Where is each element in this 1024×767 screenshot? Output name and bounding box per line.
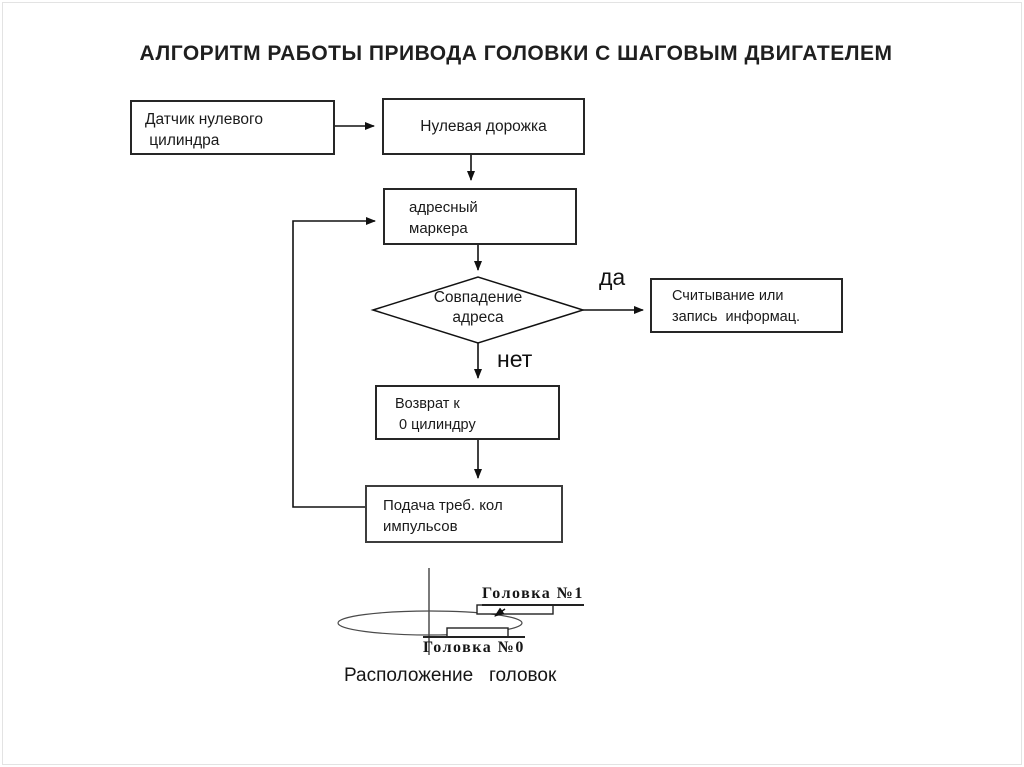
node-text-line: Датчик нулевого — [145, 111, 263, 128]
disk-platter-ellipse — [337, 610, 523, 636]
node-text-line: маркера — [409, 220, 468, 237]
node-text-line: запись информац. — [672, 309, 801, 325]
node-text-line: импульсов — [383, 518, 458, 535]
head0-label: Головка №0 — [423, 636, 525, 657]
head1-pointer-arrow — [494, 607, 506, 617]
node-return-to-zero-cylinder: Возврат к 0 цилиндру — [375, 385, 560, 440]
head1-label: Головка №1 — [482, 585, 584, 606]
node-text-line: адреса — [452, 309, 504, 326]
node-text-line: цилиндра — [145, 132, 220, 149]
connector-feedback-loop — [292, 217, 376, 508]
node-zero-track: Нулевая дорожка — [382, 98, 585, 155]
head1-bar — [476, 604, 554, 615]
node-zero-cylinder-sensor: Датчик нулевого цилиндра — [130, 100, 335, 155]
node-address-match-decision: Совпадение адреса — [373, 288, 583, 328]
node-send-required-pulses: Подача треб. кол импульсов — [365, 485, 563, 543]
node-text-line: Нулевая дорожка — [420, 118, 547, 135]
node-text-line: Считывание или — [672, 288, 784, 304]
head-diagram-caption: Расположение головок — [344, 665, 557, 686]
node-text-line: адресный — [409, 199, 478, 216]
branch-label-yes: да — [599, 264, 626, 290]
node-text-line: Совпадение — [433, 289, 523, 306]
branch-label-no: нет — [497, 346, 533, 372]
node-text-line: Подача треб. кол — [383, 497, 503, 514]
node-read-write-info: Считывание или запись информац. — [650, 278, 843, 333]
node-text-line: Возврат к — [395, 396, 460, 412]
slide-title: АЛГОРИТМ РАБОТЫ ПРИВОДА ГОЛОВКИ С ШАГОВЫ… — [139, 42, 893, 65]
node-text-line: 0 цилиндру — [395, 417, 476, 433]
node-address-marker: адресный маркера — [383, 188, 577, 245]
